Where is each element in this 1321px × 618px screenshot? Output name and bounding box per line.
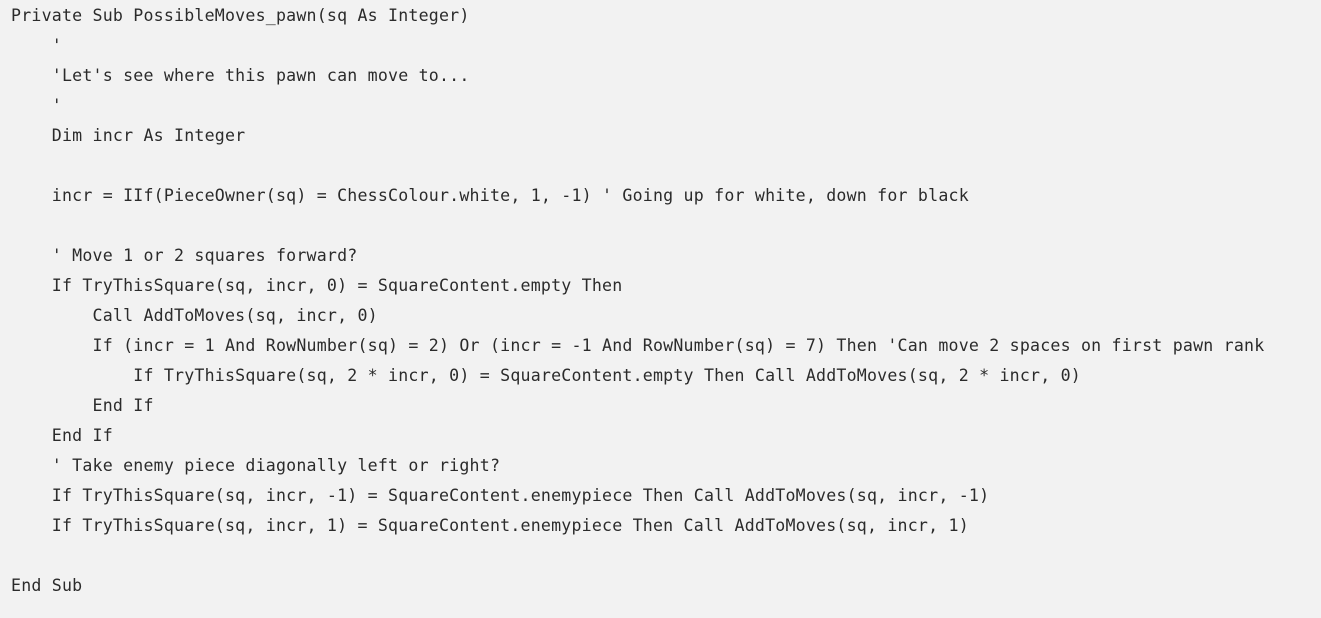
code-line bbox=[0, 541, 1321, 571]
code-line: Private Sub PossibleMoves_pawn(sq As Int… bbox=[11, 6, 470, 25]
code-line: 'Let's see where this pawn can move to..… bbox=[11, 66, 470, 85]
code-line: ' Take enemy piece diagonally left or ri… bbox=[11, 456, 501, 475]
code-line: End If bbox=[11, 396, 154, 415]
code-line: If TryThisSquare(sq, incr, -1) = SquareC… bbox=[11, 486, 990, 505]
code-line: incr = IIf(PieceOwner(sq) = ChessColour.… bbox=[11, 186, 969, 205]
code-line: If (incr = 1 And RowNumber(sq) = 2) Or (… bbox=[11, 336, 1265, 355]
code-line: ' bbox=[11, 96, 62, 115]
code-line: Call AddToMoves(sq, incr, 0) bbox=[11, 306, 378, 325]
code-line: Dim incr As Integer bbox=[11, 126, 246, 145]
code-line: ' bbox=[11, 36, 62, 55]
code-line: ' Move 1 or 2 squares forward? bbox=[11, 246, 358, 265]
code-line: End Sub bbox=[11, 576, 83, 595]
code-line bbox=[0, 211, 1321, 241]
code-line bbox=[0, 151, 1321, 181]
code-line: If TryThisSquare(sq, incr, 0) = SquareCo… bbox=[11, 276, 623, 295]
code-line: If TryThisSquare(sq, 2 * incr, 0) = Squa… bbox=[11, 366, 1081, 385]
code-line: End If bbox=[11, 426, 113, 445]
code-line: If TryThisSquare(sq, incr, 1) = SquareCo… bbox=[11, 516, 969, 535]
